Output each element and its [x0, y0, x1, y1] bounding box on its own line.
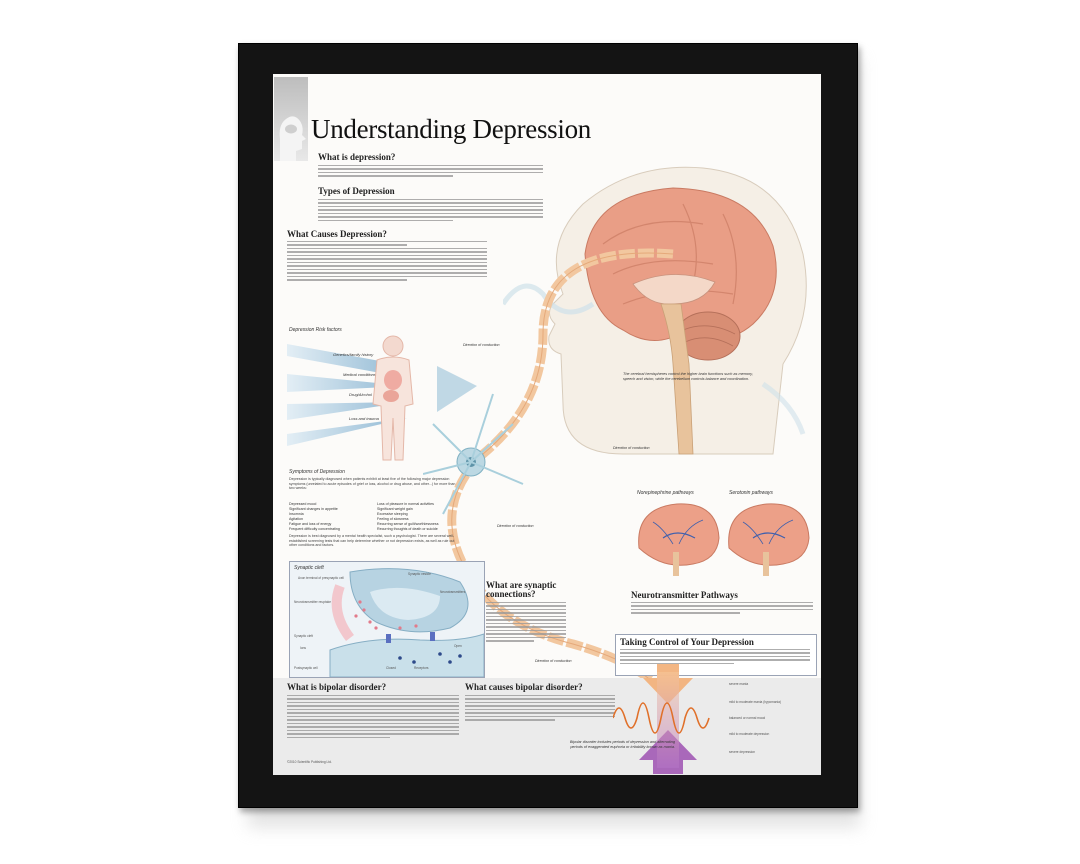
list-item: Significant changes in appetite — [289, 507, 338, 511]
synaptic-connections-text — [486, 602, 566, 644]
list-item: Recurring thoughts of death or suicide — [377, 527, 438, 531]
heading-taking-control: Taking Control of Your Depression — [620, 637, 754, 647]
human-figure-illustration — [372, 335, 414, 461]
bipolar-caption: Bipolar disorder includes periods of dep… — [569, 740, 675, 749]
bottom-band: What is bipolar disorder? ©2010 Scientif… — [273, 664, 821, 775]
heading-neurotransmitter-pathways: Neurotransmitter Pathways — [631, 590, 738, 600]
list-item: Excessive sleeping — [377, 512, 408, 516]
label-synaptic-vesicle: Synaptic vesicle — [408, 572, 431, 576]
list-item: Depressed mood — [289, 502, 317, 506]
brain-head-illustration — [503, 166, 807, 455]
neuro-pathways-text — [631, 602, 813, 616]
label-closed: Closed — [386, 666, 396, 670]
list-item: Frequent difficulty concentrating — [289, 527, 340, 531]
scale-normal-mood: balanced or normal mood — [729, 716, 766, 720]
conduction-label-2: Direction of conduction — [613, 446, 650, 450]
heading-bipolar-causes: What causes bipolar disorder? — [465, 682, 583, 692]
brain-caption: The cerebral hemispheres control the hig… — [623, 372, 753, 381]
heading-bipolar: What is bipolar disorder? — [287, 682, 387, 692]
heading-synaptic-connections: What are synaptic connections? — [486, 580, 557, 599]
head-silhouette-icon — [279, 116, 306, 161]
what-is-text — [318, 165, 543, 179]
heading-risk-factors: Depression Risk factors — [289, 327, 342, 333]
heading-what-causes-depression: What Causes Depression? — [287, 229, 387, 239]
list-item: Loss of pleasure in normal activities — [377, 502, 434, 506]
conduction-label-3: Direction of conduction — [497, 524, 534, 528]
causes-text — [287, 241, 487, 283]
label-receptors: Receptors — [414, 666, 429, 670]
bipolar-causes-text — [465, 695, 615, 723]
neuron-axon-illustration — [423, 248, 674, 694]
scale-severe-depression: severe depression — [729, 750, 756, 754]
symptoms-outro: Depression is best diagnosed by a mental… — [289, 534, 455, 548]
risk-genetics: Genetics/family history — [333, 352, 374, 357]
heading-serotonin: Serotonin pathways — [729, 490, 773, 496]
taking-control-text — [620, 649, 810, 666]
heading-synaptic-cleft: Synaptic cleft — [294, 565, 324, 571]
label-reuptake: Neurotransmitter reuptake — [294, 600, 332, 604]
pathway-brains-illustration — [638, 503, 810, 576]
risk-drug: Drug/Alcohol — [349, 392, 372, 397]
conduction-label-4: Direction of conduction — [535, 659, 572, 663]
heading-norepinephrine: Norepinephrine pathways — [637, 490, 694, 496]
heading-what-is-depression: What is depression? — [318, 152, 396, 162]
symptoms-intro: Depression is typically diagnosed when p… — [289, 477, 456, 491]
label-neurotransmitters: Neurotransmitters — [440, 590, 466, 594]
head-icon-bar — [274, 77, 308, 161]
list-item: Fatigue and loss of energy — [289, 522, 332, 526]
label-open: Open — [454, 644, 462, 648]
list-item: Insomnia — [289, 512, 304, 516]
label-synaptic-cleft: Synaptic cleft — [294, 634, 313, 638]
risk-medical: Medical conditions — [343, 372, 376, 377]
list-item: Recurring sense of guilt/worthlessness — [377, 522, 439, 526]
footer-copyright: ©2010 Scientific Publishing Ltd. — [287, 760, 332, 764]
synaptic-cleft-panel: Synaptic cleft Axon terminal of presynap… — [289, 561, 485, 678]
risk-loss: Loss and trauma — [349, 416, 379, 421]
scale-mild-mania: mild to moderate mania (hypomania) — [729, 700, 781, 704]
heading-symptoms: Symptoms of Depression — [289, 469, 345, 475]
taking-control-box: Taking Control of Your Depression — [615, 634, 817, 676]
poster-sheet: Understanding Depression What is depress… — [273, 74, 821, 775]
conduction-label-1: Direction of conduction — [463, 343, 500, 347]
poster-frame: Understanding Depression What is depress… — [238, 43, 858, 808]
label-axon-terminal: Axon terminal of presynaptic cell — [298, 576, 344, 580]
list-item: Feeling of slowness — [377, 517, 409, 521]
types-text — [318, 199, 543, 223]
scale-mild-depression: mild to moderate depression — [729, 732, 770, 736]
label-postsynaptic: Postsynaptic cell — [294, 666, 318, 670]
symptoms-list-left: Depressed mood Significant changes in ap… — [289, 502, 340, 532]
symptoms-list-right: Loss of pleasure in normal activities Si… — [377, 502, 439, 532]
synapse-illustration — [329, 568, 484, 677]
scale-severe-mania: severe mania — [729, 682, 749, 686]
list-item: Significant weight gain — [377, 507, 413, 511]
list-item: Agitation — [289, 517, 303, 521]
bipolar-text — [287, 695, 459, 740]
mood-wave-illustration — [613, 664, 710, 774]
label-ions: Ions — [300, 646, 307, 650]
page-title: Understanding Depression — [311, 114, 591, 144]
heading-types-of-depression: Types of Depression — [318, 186, 395, 196]
